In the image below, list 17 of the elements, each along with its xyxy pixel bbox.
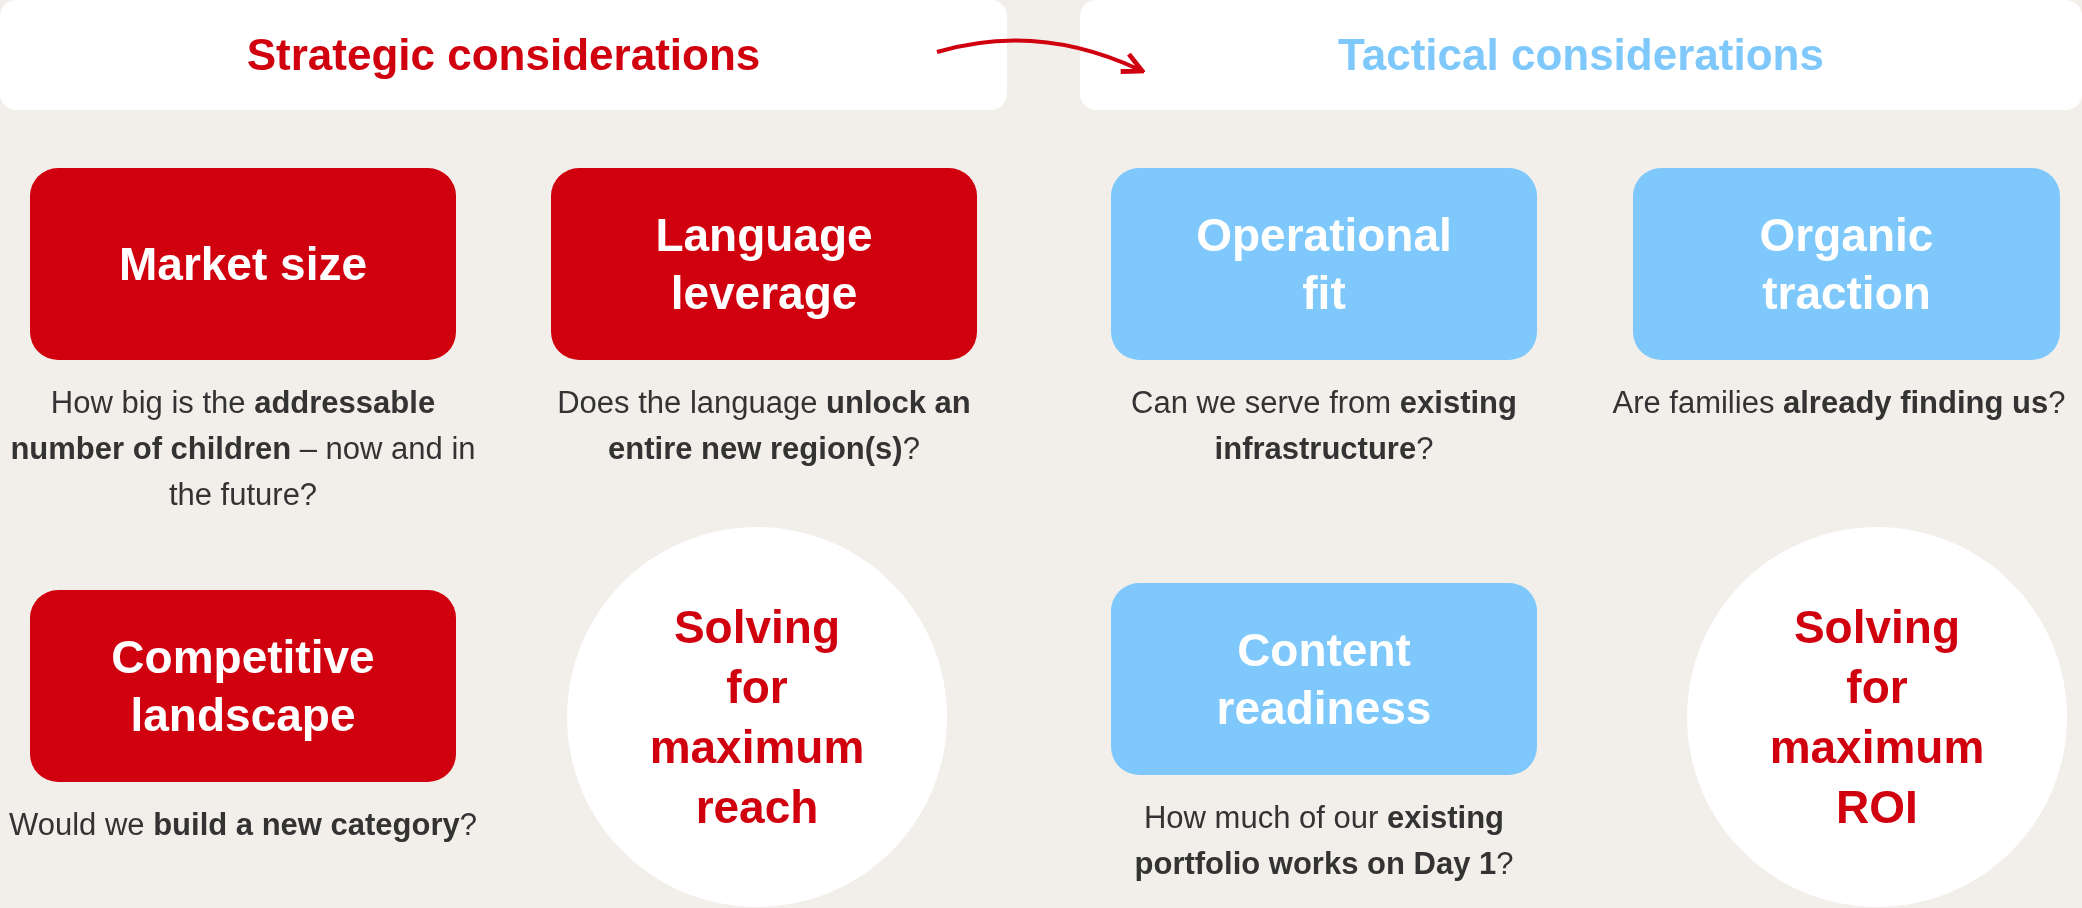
category-box: Market size (30, 168, 456, 360)
category-box: Content readiness (1111, 583, 1537, 775)
question-text: Would we build a new category? (8, 806, 478, 844)
arrow (936, 38, 1145, 75)
category-box: Competitive landscape (30, 590, 456, 782)
question-text: How big is the addressable number of children – now and in the future? (9, 384, 477, 514)
question-text: Are families already finding us? (1611, 384, 2067, 422)
question-text: How much of our existing portfolio works on Day 1? (1133, 799, 1515, 883)
question-text: Can we serve from existing infrastructure? (1130, 384, 1518, 468)
section-heading: Strategic considerations (0, 0, 1007, 110)
goal-circle: Solving for maximum reach (567, 527, 947, 907)
goal-circle: Solving for maximum ROI (1687, 527, 2067, 907)
category-box: Organic traction (1633, 168, 2060, 360)
category-box: Language leverage (551, 168, 977, 360)
category-box: Operational fit (1111, 168, 1537, 360)
question-text: Does the language unlock an entire new region(s)? (556, 384, 972, 468)
section-heading: Tactical considerations (1080, 0, 2082, 110)
